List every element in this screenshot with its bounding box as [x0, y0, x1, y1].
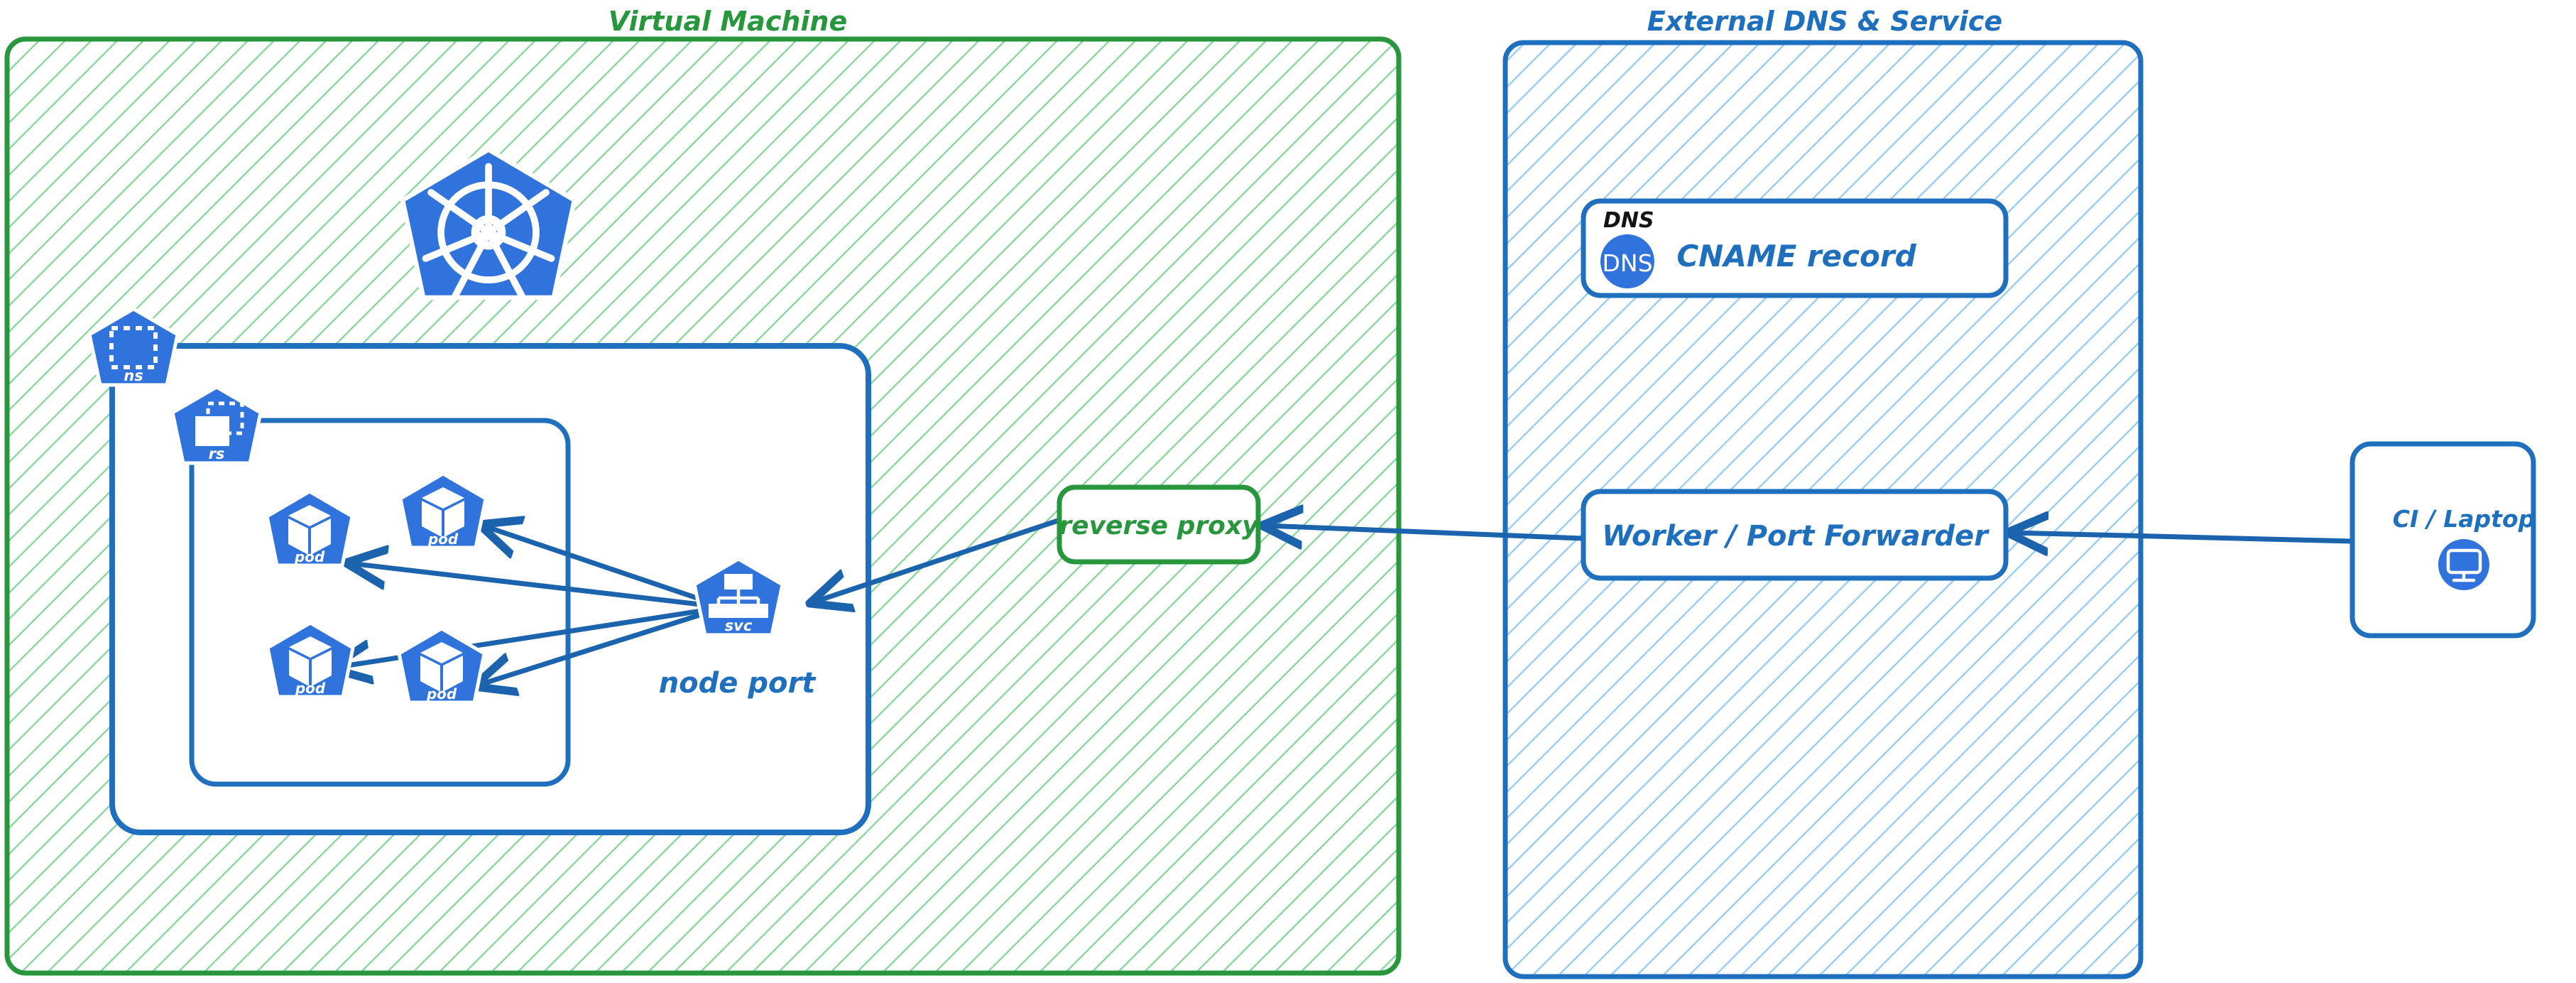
- reverse-proxy-border: [1057, 484, 1261, 565]
- arrow-svc-to-pod-4: [477, 604, 727, 685]
- ci-laptop-label: CI / Laptop: [2393, 505, 2536, 533]
- dns-card-title: CNAME record: [1676, 239, 1916, 273]
- worker-card-label: Worker / Port Forwarder: [1602, 520, 1990, 553]
- replicaset-container: [189, 418, 571, 787]
- dns-card[interactable]: DNS DNS CNAME record: [1581, 198, 2009, 298]
- arrow-reverse-proxy-to-svc: [813, 518, 1061, 602]
- external-panel-title: External DNS & Service: [1647, 6, 2002, 37]
- service-badge-label: svc: [725, 617, 753, 634]
- arrow-worker-to-reverse-proxy: [1265, 526, 1585, 538]
- ci-laptop-border: [2349, 441, 2536, 639]
- service-node[interactable]: svc: [692, 557, 785, 637]
- pod-cube-icon: [420, 642, 463, 692]
- reverse-proxy-box[interactable]: reverse proxy: [1057, 484, 1261, 565]
- replicaset-badge-label: rs: [209, 445, 225, 462]
- arrow-svc-to-pod-1: [349, 563, 727, 610]
- pod-label-2: pod: [427, 531, 459, 548]
- vm-panel-title: Virtual Machine: [608, 6, 848, 37]
- namespace-dashed-square-icon: [109, 326, 158, 369]
- pod-node-1[interactable]: pod: [265, 489, 354, 567]
- dns-circle-icon: DNS: [1600, 234, 1654, 288]
- pod-cube-icon: [289, 636, 332, 686]
- pod-node-2[interactable]: pod: [398, 472, 488, 550]
- pod-node-4[interactable]: pod: [397, 626, 486, 705]
- namespace-badge-label: ns: [124, 367, 143, 384]
- service-hierarchy-icon: [709, 574, 768, 618]
- reverse-proxy-label: reverse proxy: [1059, 511, 1260, 541]
- node-port-caption: node port: [659, 667, 817, 700]
- arrow-svc-to-pod-2: [483, 526, 727, 610]
- replicaset-stacked-rectangles-icon: [195, 401, 244, 446]
- pod-cube-icon: [288, 505, 331, 555]
- pod-label-3: pod: [295, 680, 326, 697]
- pod-cube-icon: [422, 487, 464, 537]
- arrow-ci-laptop-to-worker: [2011, 533, 2354, 541]
- monitor-display-icon: [2438, 539, 2489, 590]
- replicaset-badge[interactable]: rs: [170, 385, 263, 465]
- dns-card-corner-label: DNS: [1603, 208, 1654, 233]
- pod-node-3[interactable]: pod: [266, 621, 355, 699]
- worker-card-border: [1581, 489, 2009, 581]
- worker-port-forwarder-card[interactable]: Worker / Port Forwarder: [1581, 489, 2009, 581]
- pod-label-1: pod: [294, 548, 325, 565]
- dns-icon-label: DNS: [1602, 249, 1652, 277]
- pod-label-4: pod: [426, 685, 457, 702]
- kubernetes-wheel-icon: [400, 146, 577, 300]
- dns-card-border: [1581, 198, 2009, 298]
- ci-laptop-card[interactable]: CI / Laptop: [2349, 441, 2536, 639]
- namespace-badge[interactable]: ns: [87, 307, 180, 387]
